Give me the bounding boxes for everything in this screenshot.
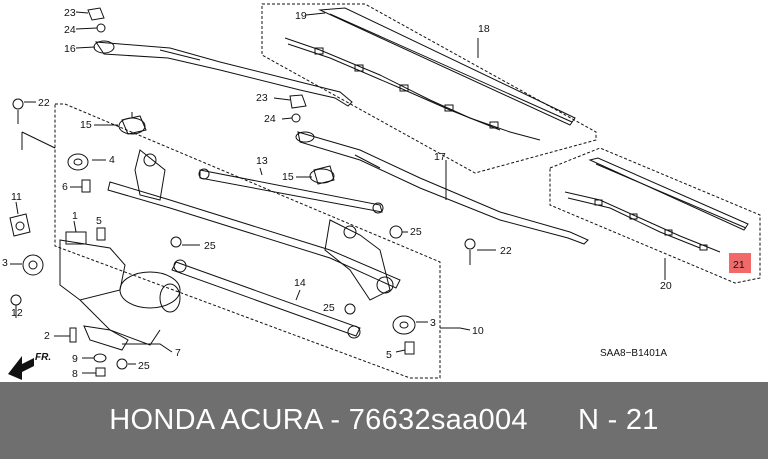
wiper-arm-lower [295,131,589,245]
link-rod-main [107,181,401,289]
diagram-code: SAA8−B1401A [600,348,667,359]
callout-number: 2 [44,330,50,342]
callout-number: 1 [72,210,78,222]
callout-number: 23 [64,7,76,19]
callout-number: 24 [264,113,276,125]
callout-number: 25 [410,226,422,238]
callout-number: 21 [733,259,745,271]
bushing-icon [392,315,416,335]
collar-icon [96,227,106,241]
wiper-blade-upper [284,7,576,141]
grommet-icon [344,303,356,315]
callout-number: 15 [80,119,92,131]
highlight-box [729,253,751,273]
callout-number: 24 [64,24,76,36]
bolt-icon [69,327,77,343]
cap-icon [289,94,307,109]
callout-number: 8 [72,368,78,380]
pivot-lower [309,168,394,301]
nut-icon [291,113,301,123]
wiper-arm-upper [93,40,353,107]
callout-number: 20 [660,280,672,292]
bushing-icon [22,254,44,276]
link-rod-14 [171,259,361,339]
callout-number: 25 [323,302,335,314]
bolt-icon [464,238,476,265]
bracket-icon [9,213,31,237]
wiper-motor [59,231,181,346]
nut-icon [95,367,106,377]
bushing-icon [67,153,89,171]
footer-text: HONDA ACURA - 76632saa004 N - 21 [109,404,659,436]
callout-number: 12 [11,307,23,319]
callout-number: 5 [386,349,392,361]
callout-number: 17 [434,151,446,163]
callout-number: 18 [478,23,490,35]
link-rod-13 [198,168,384,214]
bolt-icon [12,98,24,124]
callout-number: 4 [109,154,115,166]
callout-number: 11 [11,191,22,203]
callout-number: 23 [256,92,268,104]
callout-number: 15 [282,171,294,183]
exploded-view: FR. SAA8−B1401A 232416221546111531229872… [2,3,761,380]
callout-number: 7 [175,347,181,359]
callout-number: 13 [256,155,268,167]
grommet-icon [389,225,403,239]
callout-number: 19 [295,10,307,22]
callout-number: 3 [2,257,8,269]
callout-number: 9 [72,353,78,365]
callout-number: 16 [64,43,76,55]
nut-icon [96,23,106,33]
footer-bar: HONDA ACURA - 76632saa004 N - 21 [0,382,768,459]
callout-number: 22 [38,97,50,109]
callout-number: 22 [500,245,512,257]
bracket-icon [83,325,129,351]
grommet-icon [116,358,128,370]
callout-number: 25 [138,360,150,372]
callout-number: 25 [204,240,216,252]
callout-number: 14 [294,277,306,289]
collar-icon [81,179,91,193]
front-arrow-label: FR. [35,352,51,363]
cap-icon [87,7,105,21]
callout-number: 6 [62,181,68,193]
grommet-icon [170,236,182,248]
callout-number: 5 [96,215,102,227]
blade-group-box-upper [261,3,597,174]
callout-number: 3 [430,317,436,329]
washer-icon [93,353,107,363]
cap-icon [313,165,335,185]
linkage-group-box [54,103,441,379]
callout-number: 10 [472,325,484,337]
cap-icon [121,115,147,135]
front-arrow: FR. [8,352,51,380]
blade-group-box-lower [549,147,761,284]
wiper-blade-lower [564,157,749,253]
bolt-icon [10,294,22,318]
collar-icon [404,341,415,355]
